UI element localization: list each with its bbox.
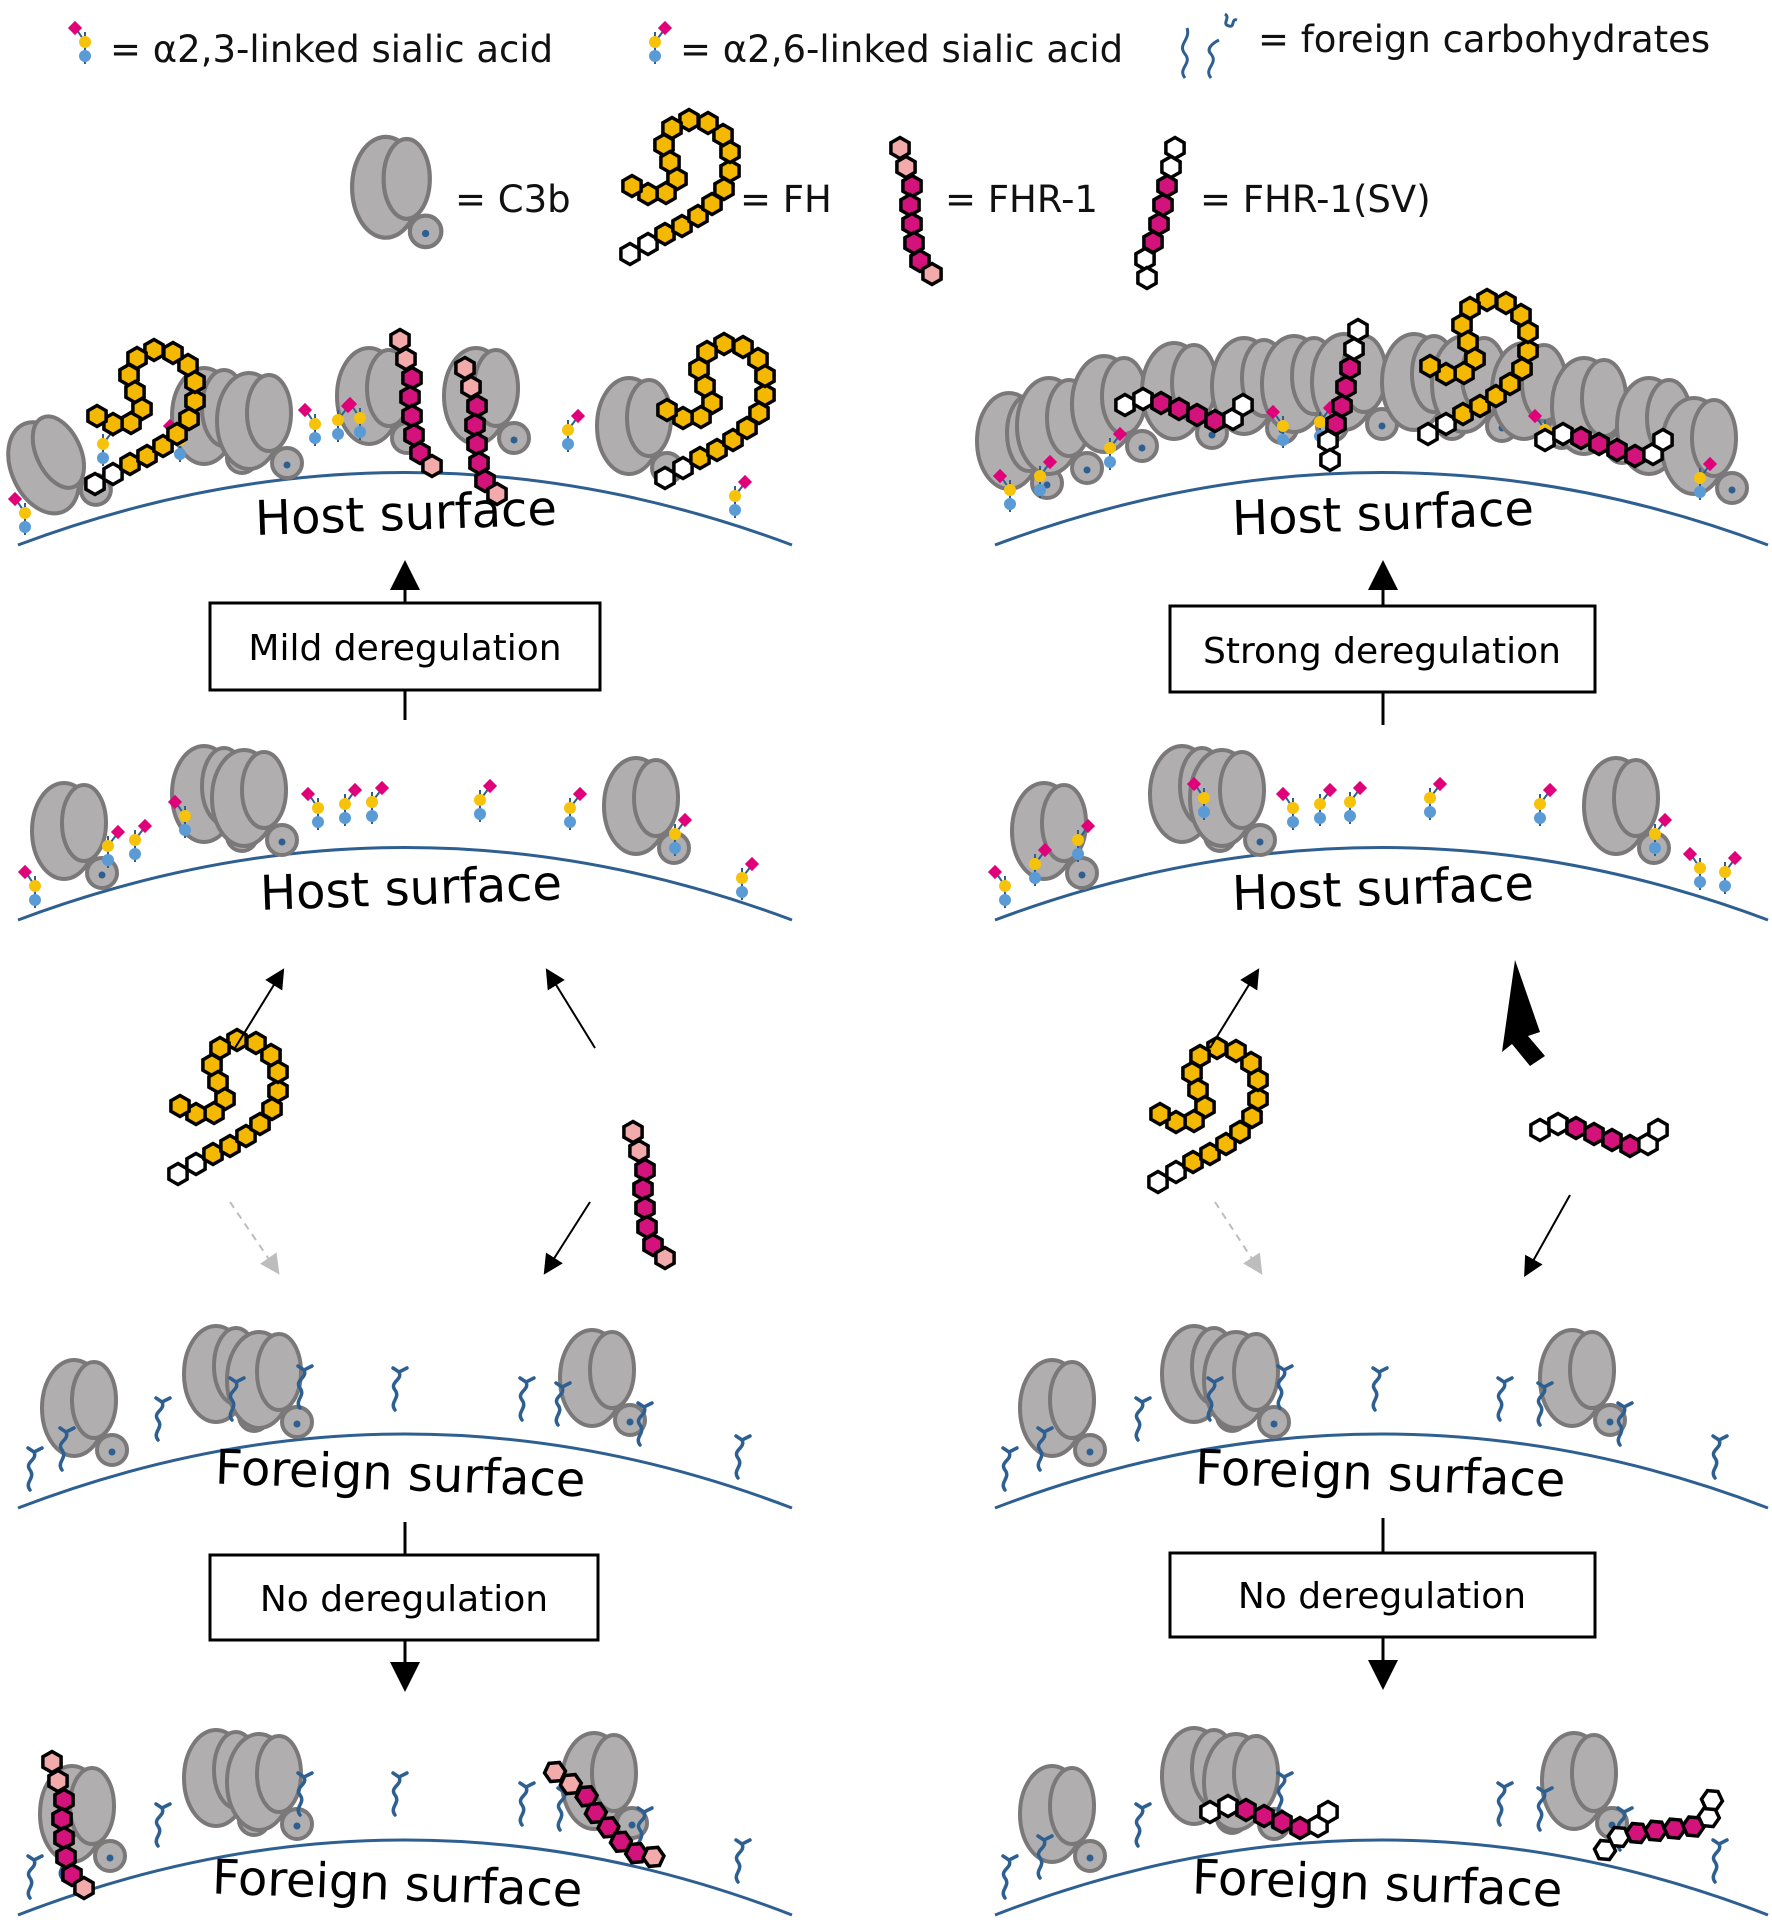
right-mid-host-label: Host surface: [1231, 856, 1535, 923]
left-no-deregulation-label: No deregulation: [260, 1579, 548, 1620]
right-top-host-scene: Host surface: [975, 290, 1769, 548]
left-bottom-foreign-label: Foreign surface: [211, 1849, 583, 1918]
mild-deregulation-label: Mild deregulation: [248, 628, 561, 669]
legend-a23-label: = α2,3-linked sialic acid: [110, 28, 553, 71]
legend-fhr1sv-icon: [1136, 138, 1184, 289]
left-free-proteins: [169, 968, 674, 1275]
right-mid-foreign-label: Foreign surface: [1194, 1440, 1566, 1509]
left-top-host-label: Host surface: [254, 481, 558, 548]
left-no-deregulation-group: No deregulation: [208, 1522, 600, 1692]
thick-arrow: [1502, 960, 1545, 1066]
legend-foreign-icon: [1181, 12, 1238, 79]
legend-fh-label: = FH: [740, 178, 832, 221]
left-mid-host-scene: Host surface: [16, 744, 793, 922]
legend-foreign-label: = foreign carbohydrates: [1258, 18, 1710, 61]
right-bottom-foreign-label: Foreign surface: [1191, 1849, 1563, 1918]
mild-deregulation-group: Mild deregulation: [208, 560, 602, 720]
left-mid-host-label: Host surface: [259, 855, 563, 922]
right-top-host-label: Host surface: [1231, 481, 1535, 548]
left-mid-foreign-label: Foreign surface: [214, 1440, 586, 1509]
right-mid-host-scene: Host surface: [986, 744, 1769, 923]
left-top-host-scene: Host surface: [0, 330, 793, 548]
left-bottom-foreign-scene: Foreign surface: [17, 1728, 793, 1918]
legend-a26-icon: [648, 19, 674, 65]
legend: = α2,3-linked sialic acid = α2,6-linked …: [66, 12, 1710, 289]
strong-deregulation-group: Strong deregulation: [1168, 560, 1597, 725]
right-bottom-foreign-scene: Foreign surface: [994, 1726, 1769, 1918]
left-mid-foreign-scene: Foreign surface: [17, 1324, 793, 1510]
legend-fhr1-label: = FHR-1: [945, 178, 1098, 221]
right-mid-foreign-scene: Foreign surface: [994, 1324, 1769, 1510]
right-free-proteins: [1149, 960, 1667, 1277]
right-no-deregulation-group: No deregulation: [1168, 1518, 1597, 1690]
strong-deregulation-label: Strong deregulation: [1203, 631, 1561, 672]
legend-c3b-icon: [352, 137, 441, 247]
legend-fh-icon: [621, 110, 739, 265]
legend-fhr1sv-label: = FHR-1(SV): [1200, 178, 1431, 221]
right-no-deregulation-label: No deregulation: [1238, 1576, 1526, 1617]
legend-c3b-label: = C3b: [455, 178, 571, 221]
legend-fhr1-icon: [891, 138, 941, 285]
legend-a23-icon: [66, 19, 92, 65]
legend-a26-label: = α2,6-linked sialic acid: [680, 28, 1123, 71]
